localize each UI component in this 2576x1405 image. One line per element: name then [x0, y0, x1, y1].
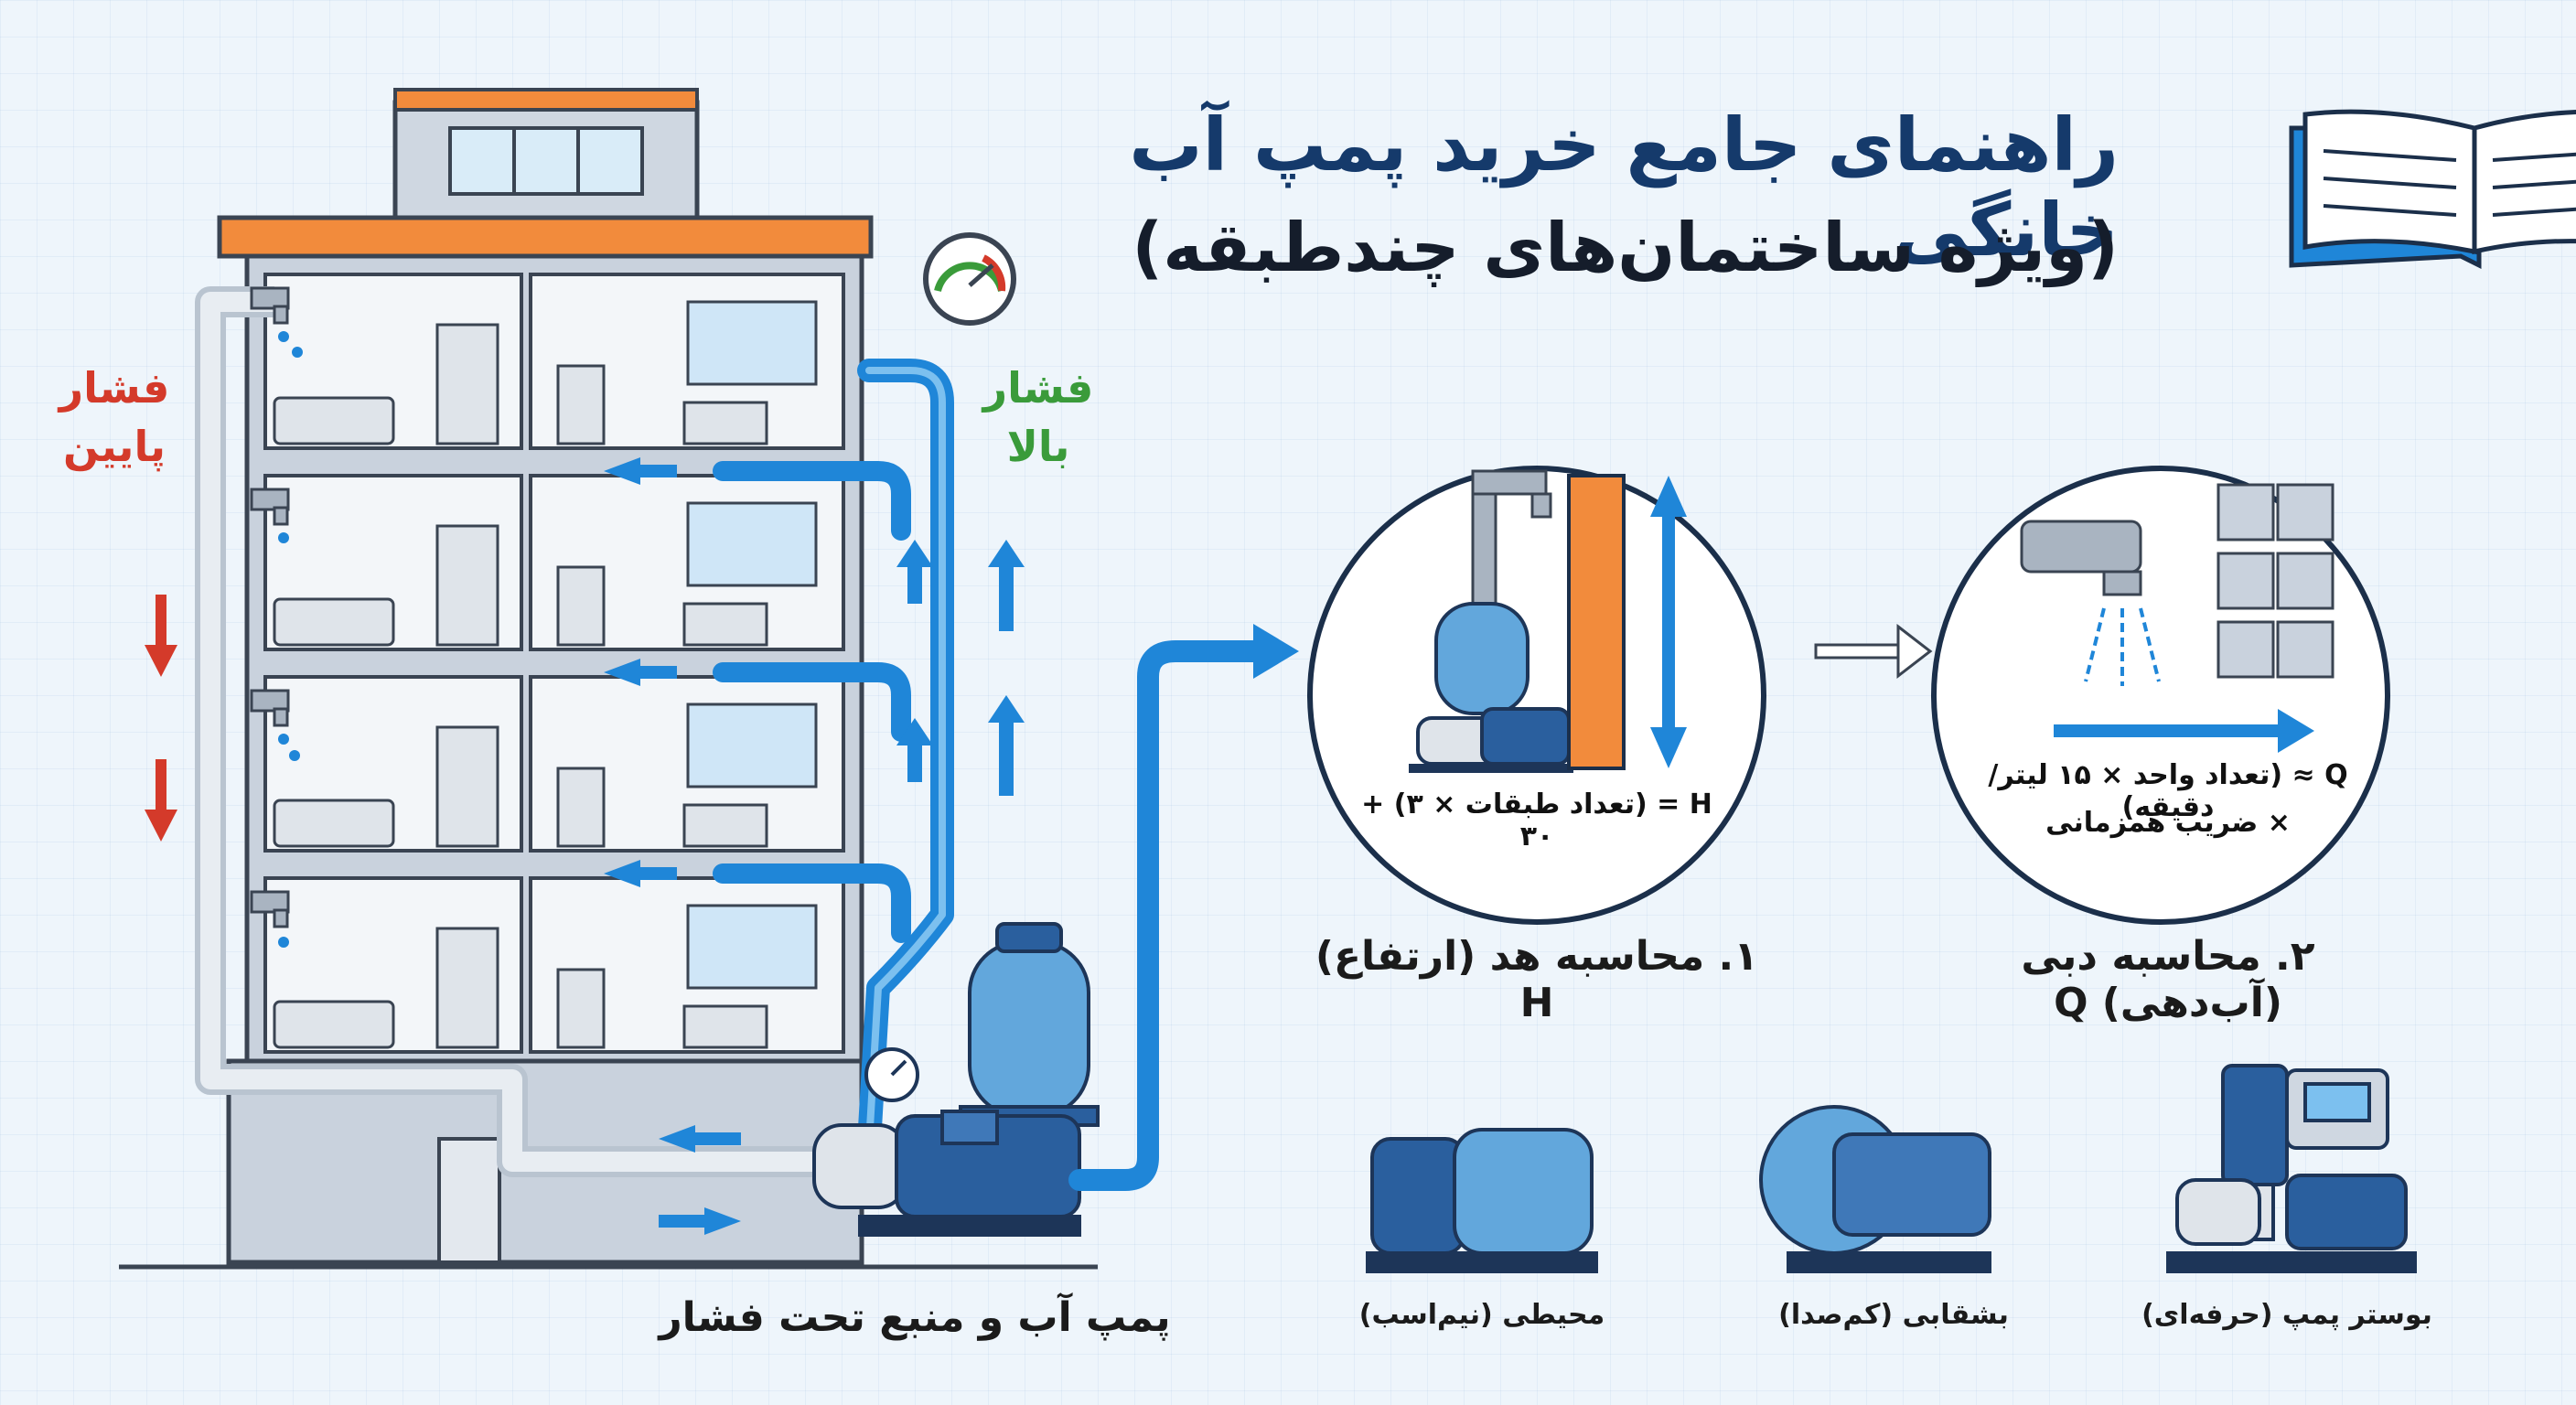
flow-formula-line2: × ضریب همزمانی: [2045, 807, 2291, 839]
arrow-right-icon: [1814, 623, 1933, 680]
step2-illustration: [1931, 466, 2390, 925]
pump-type-booster: [2166, 1064, 2417, 1273]
step1-illustration: [1307, 466, 1766, 925]
water-drops: [278, 331, 303, 948]
ruler-icon: [1567, 474, 1626, 770]
high-pressure-arrows: [896, 540, 1025, 796]
pump-type-label-peripheral: محیطی (نیم‌اسب): [1358, 1299, 1605, 1331]
step2-caption: ۲. محاسبه دبی (آب‌دهی) Q: [2021, 933, 2315, 1026]
connector-pipe: [1068, 640, 1273, 1191]
pressure-gauge-icon: [923, 232, 1016, 326]
shower-icon: [2020, 520, 2161, 686]
pump-type-peripheral: [1366, 1128, 1598, 1273]
faucet-icon: [250, 286, 290, 928]
page-title: راهنمای جامع خرید پمپ آب خانگی: [1129, 102, 2119, 273]
open-book-icon: [2289, 109, 2576, 270]
faucet-icon: [1471, 469, 1552, 606]
supply-pipe: [713, 359, 954, 1155]
head-formula: H = (تعداد طبقات × ۳) + ۳۰: [1361, 788, 1712, 853]
pump-and-tank: [812, 922, 1100, 1237]
pump-type-centrifugal: [1759, 1105, 1991, 1273]
pump-caption: پمپ آب و منبع تحت فشار: [659, 1294, 1171, 1341]
apartment-icon: [2216, 483, 2334, 679]
pump-type-label-centrifugal: بشقابی (کم‌صدا): [1778, 1299, 2009, 1331]
high-pressure-label: فشار بالا: [982, 363, 1094, 471]
furniture: [273, 300, 818, 1049]
flow-formula-line1: Q ≈ (تعداد واحد × ۱۵ لیتر/دقیقه): [1988, 759, 2348, 823]
double-arrow-icon: [1650, 476, 1687, 768]
floor-flow-arrows: [604, 457, 741, 1235]
low-pressure-arrows: [145, 595, 177, 842]
page-subtitle: (ویژه ساختمان‌های چندطبقه): [1132, 209, 2119, 287]
pump-type-label-booster: بوستر پمپ (حرفه‌ای): [2141, 1299, 2432, 1331]
step1-caption: ۱. محاسبه هد (ارتفاع) H: [1315, 933, 1759, 1026]
left-riser-pipe: [195, 286, 814, 1177]
low-pressure-label: فشار پایین: [59, 363, 170, 471]
